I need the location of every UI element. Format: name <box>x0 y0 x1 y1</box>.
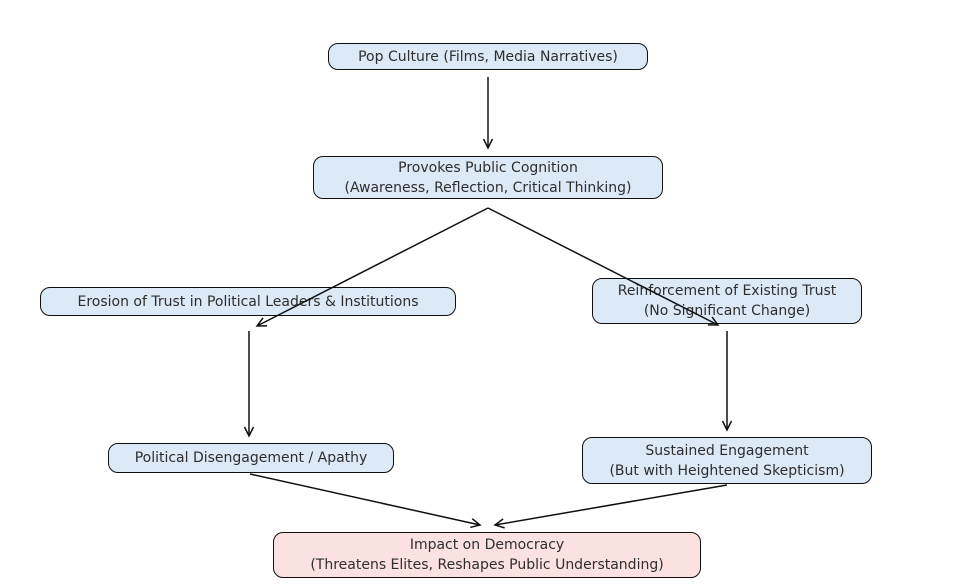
node-provokes-cognition: Provokes Public Cognition (Awareness, Re… <box>313 156 663 199</box>
node-label: (No Significant Change) <box>643 303 811 319</box>
node-label: Impact on Democracy <box>409 537 565 553</box>
node-pop-culture: Pop Culture (Films, Media Narratives) <box>328 43 648 70</box>
node-label: Sustained Engagement <box>645 442 809 459</box>
node-erosion-trust: Erosion of Trust in Political Leaders & … <box>40 287 456 316</box>
node-impact-democracy: Impact on Democracy (Threatens Elites, R… <box>273 532 701 578</box>
node-label: Erosion of Trust in Political Leaders & … <box>77 293 419 310</box>
node-label: (Awareness, Reflection, Critical Thinkin… <box>344 179 632 196</box>
arrow-sustained-to-impact <box>493 484 728 529</box>
node-label: Political Disengagement / Apathy <box>134 450 368 466</box>
node-label: Provokes Public Cognition <box>398 159 578 176</box>
node-label: Pop Culture (Films, Media Narratives) <box>358 48 618 65</box>
arrow-disengagement-to-impact <box>249 473 482 529</box>
node-sustained-engagement: Sustained Engagement (But with Heightene… <box>582 437 872 484</box>
node-political-disengagement: Political Disengagement / Apathy <box>108 443 394 473</box>
node-reinforcement-trust: Reinforcement of Existing Trust (No Sign… <box>592 278 862 324</box>
node-label: (But with Heightened Skepticism) <box>609 462 845 479</box>
node-label: (Threatens Elites, Reshapes Public Under… <box>310 557 664 573</box>
node-label: Reinforcement of Existing Trust <box>617 283 837 299</box>
